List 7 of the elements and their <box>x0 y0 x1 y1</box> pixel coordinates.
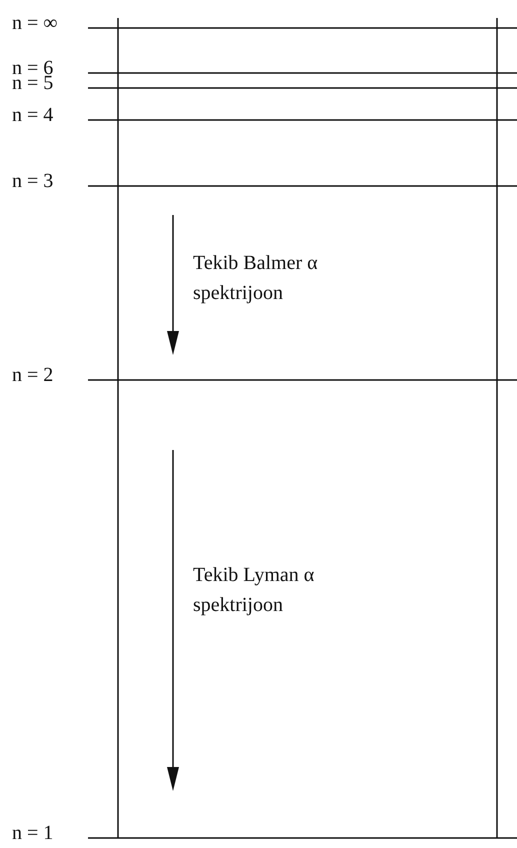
transition-label: Tekib Lyman α spektrijoon <box>193 563 316 618</box>
level-label: n = ∞ <box>12 12 58 34</box>
level-label: n = 1 <box>12 822 54 844</box>
level-label: n = 4 <box>12 104 54 126</box>
level-label: n = 3 <box>12 170 54 192</box>
transition-label: Tekib Balmer α spektrijoon <box>193 251 319 306</box>
level-label: n = 2 <box>12 364 54 386</box>
